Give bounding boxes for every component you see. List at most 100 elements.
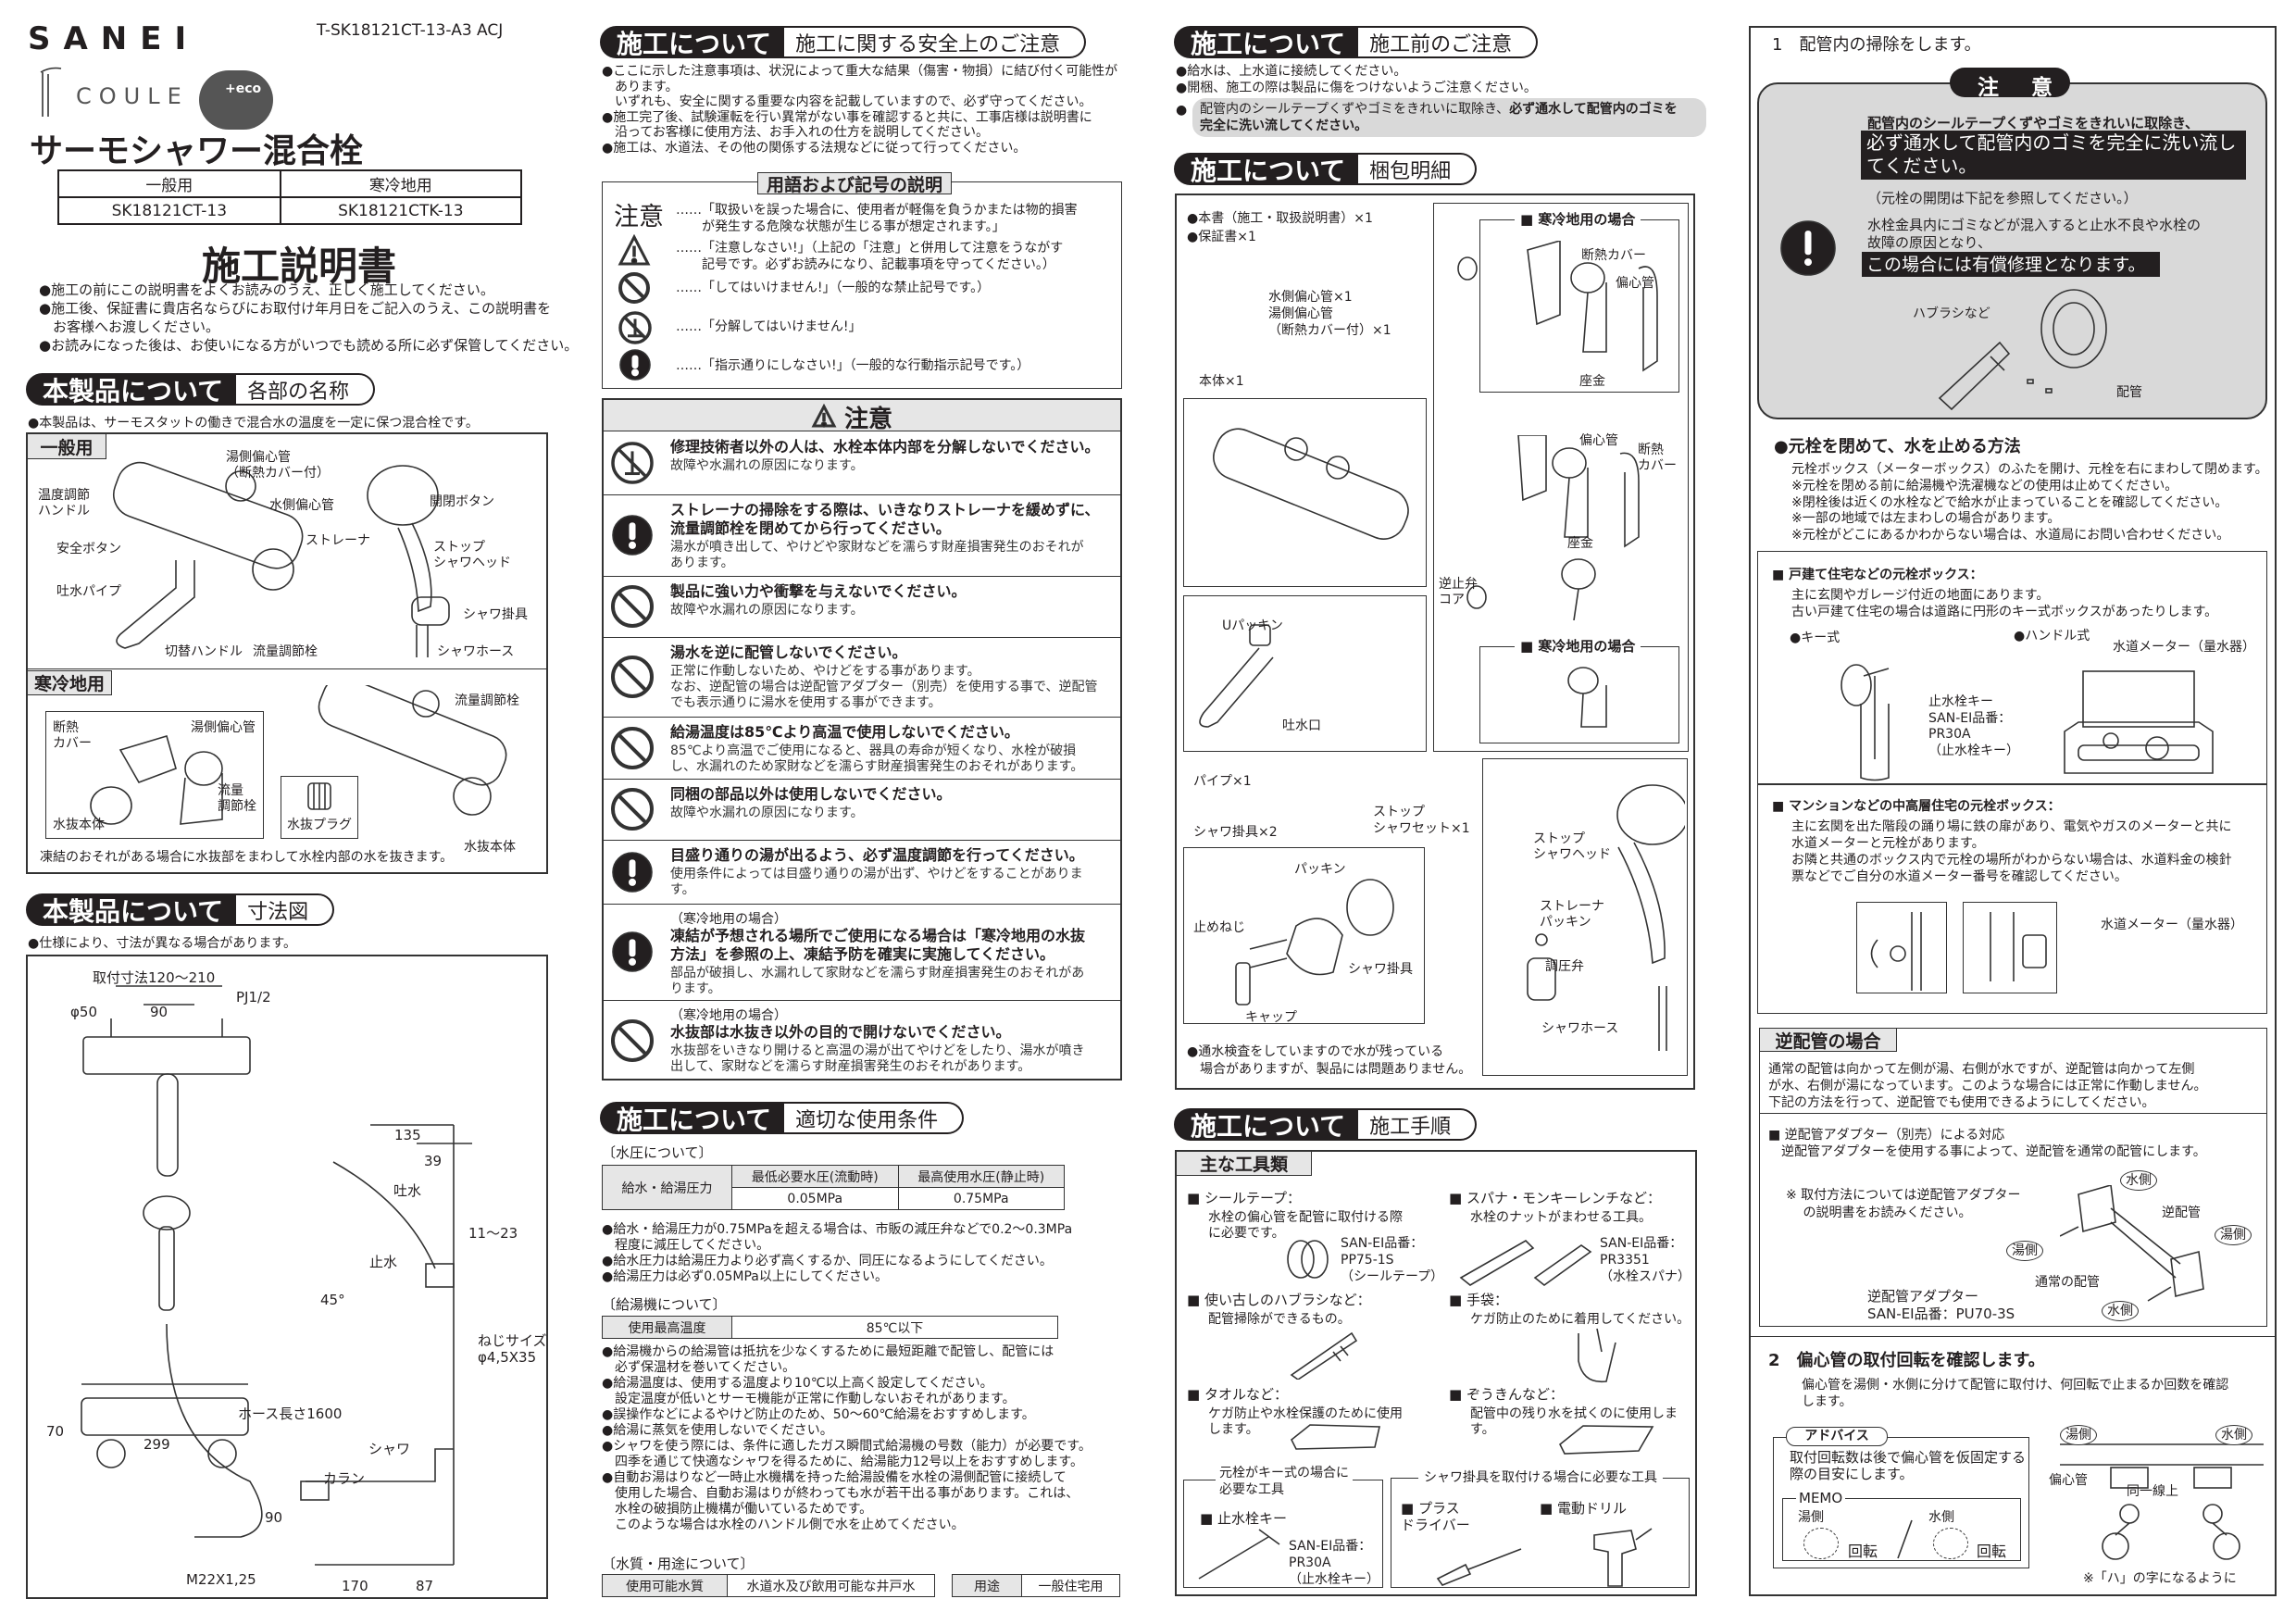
row-header: 使用可能水質 bbox=[602, 1574, 728, 1597]
model-header-row: 一般用寒冷地用 bbox=[57, 169, 523, 198]
caution-line: 水栓金具内にゴミなどが混入すると止水不良や水栓の bbox=[1867, 217, 2202, 233]
prohibited-icon bbox=[610, 787, 655, 831]
packing-box bbox=[1175, 194, 1695, 1090]
highlight-line: 完全に洗い流してください。 bbox=[1200, 119, 1368, 133]
prohibited-icon bbox=[610, 655, 655, 699]
row-divider bbox=[602, 717, 1122, 718]
dimension-label-d170: 170 bbox=[342, 1578, 368, 1594]
part-label: シャワホース bbox=[437, 644, 515, 659]
pressure-note: ●給水圧力は給湯圧力より必ず高くするか、同圧になるようにしてください。 bbox=[602, 1254, 1053, 1268]
house-desc: 古い戸建て住宅の場合は道路に円形のキー式ボックスがあったりします。 bbox=[1791, 605, 2218, 619]
dimension-label-d299: 299 bbox=[144, 1436, 170, 1453]
row-divider bbox=[602, 637, 1122, 638]
eccentric-label: 偏心管 bbox=[2049, 1473, 2088, 1488]
caution-body: し、水漏れのため家財などを濡らす財産損害発生のおそれがあります。 bbox=[670, 759, 1084, 774]
legend-text: ……「注意しなさい!」（上記の「注意」と併用して注意をうながす bbox=[676, 241, 1064, 256]
section-header-conditions: 施工について適切な使用条件 bbox=[600, 1102, 965, 1135]
part-label: 吐水パイプ bbox=[56, 584, 121, 599]
adapter-note: の説明書をお読みください。 bbox=[1786, 1206, 1972, 1220]
exclamation-icon bbox=[1778, 219, 1838, 278]
dimension-label-d90v: 90 bbox=[265, 1509, 283, 1526]
legend-title: 用語および記号の説明 bbox=[757, 172, 952, 195]
heater-note: 設定温度が低いとサーモ機能が正常に作動しないおそれがあります。 bbox=[602, 1392, 1016, 1406]
row-divider bbox=[602, 779, 1122, 780]
piping-label: 水側 bbox=[2102, 1301, 2139, 1321]
legend-caution-word: 注意 bbox=[614, 203, 664, 231]
brand-logo: SANEI bbox=[28, 20, 200, 57]
part-label: 吐水口 bbox=[1282, 718, 1321, 733]
eco-badge: +eco bbox=[225, 81, 262, 96]
coule-logo-mark bbox=[37, 63, 63, 119]
valve-note: ※閉栓後は近くの水栓などで給水が止まっていることを確認してください。 bbox=[1791, 494, 2228, 510]
before-note: ●給水は、上水道に接続してください。 bbox=[1176, 64, 1407, 79]
tool-code: PR3351 bbox=[1600, 1253, 1650, 1268]
dimension-label-hose: ホース長さ1600 bbox=[238, 1405, 343, 1422]
meter-label: 水道メーター（量水器） bbox=[2113, 640, 2255, 655]
caution-highlight: てください。 bbox=[1866, 155, 1978, 177]
cold-case-label: ■ 寒冷地用の場合 bbox=[1515, 638, 1641, 655]
handle-valve-box-illustration bbox=[2060, 667, 2217, 778]
piping-label: 湯側 bbox=[2006, 1241, 2043, 1261]
packing-eccentric: 湯側偏心管 bbox=[1268, 306, 1333, 321]
cell: 水道水及び飲用可能な井戸水 bbox=[727, 1574, 935, 1597]
memo-cold-turns-field[interactable] bbox=[1933, 1528, 1968, 1559]
water-label: 〔水質・用途について〕 bbox=[602, 1555, 755, 1572]
caution-heading: 凍結が予想される場所でご使用になる場合は「寒冷地用の水抜 bbox=[670, 927, 1086, 944]
step2-title: 2 偏心管の取付回転を確認します。 bbox=[1768, 1351, 2045, 1370]
safety-intro-line: ●施工完了後、試験運転を行い異常がない事を確認すると共に、工事店様は説明書に bbox=[602, 109, 1092, 125]
dimension-label-d90: 90 bbox=[150, 1004, 168, 1020]
part-label: 逆止弁 bbox=[1439, 577, 1478, 592]
part-label: 安全ボタン bbox=[56, 542, 121, 556]
part-label: 断熱 bbox=[1638, 443, 1664, 457]
eco-badge-bg bbox=[199, 70, 273, 130]
use-table: 用途一般住宅用 bbox=[952, 1574, 1120, 1597]
tool-name: ドライバー bbox=[1401, 1517, 1470, 1533]
cell: 一般住宅用 bbox=[1021, 1574, 1120, 1597]
caution-body: 使用条件によっては目盛り通りの湯が出ず、やけどをすることがありま bbox=[670, 867, 1083, 881]
caution-body: ります。 bbox=[670, 981, 721, 996]
section-category: 施工について bbox=[1174, 153, 1359, 186]
column-header: 最低必要水圧(流動時) bbox=[731, 1165, 899, 1188]
towel-icon bbox=[1287, 1421, 1384, 1454]
part-label: ストップ bbox=[1533, 831, 1585, 846]
tool-code: SAN-EI品番： bbox=[1341, 1236, 1424, 1251]
shower-hook-illustration bbox=[1231, 870, 1416, 1018]
section-header-safety: 施工について施工に関する安全上のご注意 bbox=[600, 26, 1087, 59]
piping-label: 湯側 bbox=[2215, 1225, 2252, 1245]
shower-hook-box bbox=[1183, 847, 1425, 1024]
house-valve-box bbox=[1757, 551, 2267, 784]
section-category: 施工について bbox=[600, 1102, 785, 1135]
dimension-drawing bbox=[28, 963, 546, 1593]
bullet: ● bbox=[1176, 103, 1188, 118]
dimension-label-range: 11～23 bbox=[468, 1225, 518, 1242]
prohibited-icon bbox=[610, 1018, 655, 1063]
shower-set-box bbox=[1482, 758, 1688, 1076]
meter-cabinet-illustration bbox=[1967, 907, 2055, 991]
water-quality-table: 使用可能水質水道水及び飲用可能な井戸水 bbox=[602, 1574, 935, 1597]
dimension-label-spout: 吐水 bbox=[393, 1182, 422, 1199]
shower-head-illustration bbox=[361, 458, 463, 657]
caution-highlight: この場合には有償修理となります。 bbox=[1866, 255, 2146, 275]
reverse-desc: が水、右側が湯になっています。このような場合には正常に作動しません。 bbox=[1768, 1079, 2207, 1093]
memo-hot-turns-field[interactable] bbox=[1803, 1528, 1839, 1559]
dimensions-note: ●仕様により、寸法が異なる場合があります。 bbox=[28, 936, 296, 951]
key-type-label: ●キー式 bbox=[1790, 631, 1841, 645]
caution-body: あります。 bbox=[670, 556, 734, 570]
model-number: SK18121CTK-13 bbox=[279, 196, 523, 225]
alignment-hot: 湯側 bbox=[2060, 1425, 2097, 1445]
doc-code: T-SK18121CT-13-A3 ACJ bbox=[317, 21, 504, 40]
no-disassembly-icon bbox=[610, 441, 655, 485]
toothbrush-icon bbox=[1287, 1324, 1361, 1380]
caution-heading: 同梱の部品以外は使用しないでください。 bbox=[670, 785, 952, 803]
body-box bbox=[1183, 398, 1427, 587]
part-label: パッキン bbox=[1294, 862, 1346, 877]
reverse-piping-tab: 逆配管の場合 bbox=[1759, 1028, 1897, 1052]
part-label: 断熱カバー bbox=[1581, 248, 1646, 263]
caution-header bbox=[604, 400, 1120, 431]
row-divider bbox=[602, 494, 1122, 495]
tool-code: SAN-EI品番： bbox=[1600, 1236, 1683, 1251]
part-label: 偏心管 bbox=[1616, 276, 1654, 291]
parts-note: ●本製品は、サーモスタットの働きで混合水の温度を一定に保つ混合栓です。 bbox=[28, 416, 479, 431]
